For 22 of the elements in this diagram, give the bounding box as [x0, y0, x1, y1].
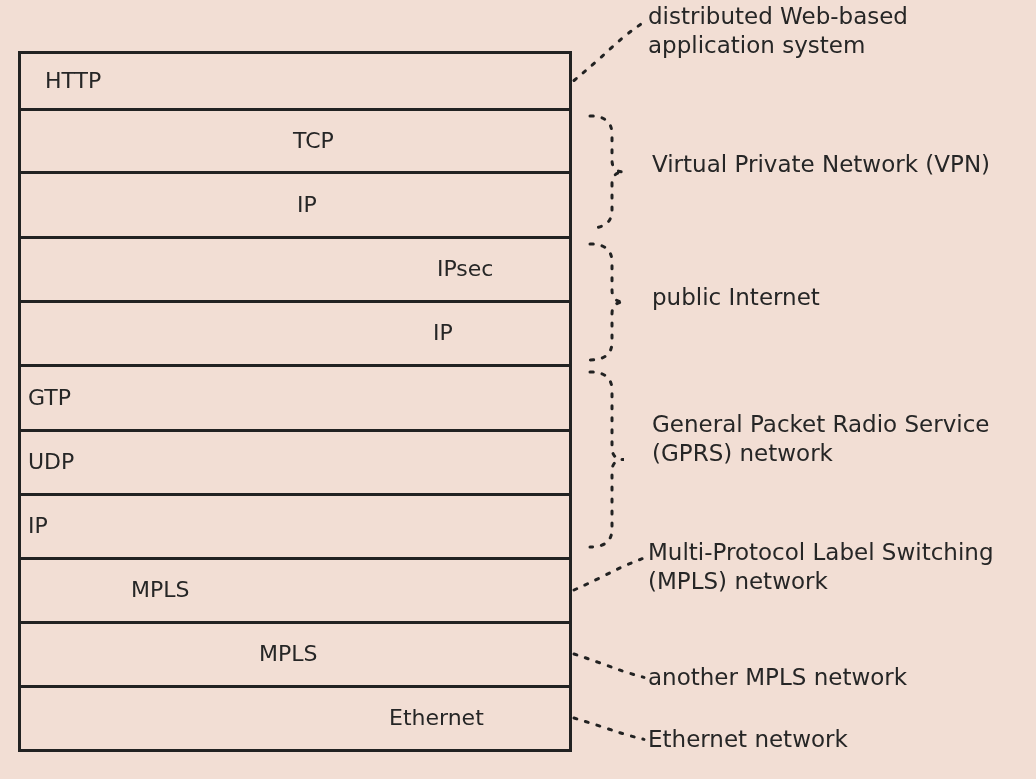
network-label: Virtual Private Network (VPN) — [652, 150, 992, 179]
layer-label: IPsec — [437, 255, 494, 283]
network-label: Ethernet network — [648, 725, 1036, 754]
network-label: distributed Web-based application system — [648, 2, 1028, 60]
leader-line — [572, 652, 646, 679]
layer-label: MPLS — [259, 640, 318, 668]
network-label: General Packet Radio Service (GPRS) network — [652, 410, 991, 468]
layer-label: MPLS — [131, 576, 190, 604]
layer-label: Ethernet — [389, 704, 484, 732]
network-label: public Internet — [652, 283, 821, 312]
layer-label: UDP — [28, 448, 75, 476]
layer-label: IP — [28, 512, 48, 540]
protocol-layer-row — [18, 50, 572, 111]
leader-line — [572, 716, 646, 741]
layer-label: GTP — [28, 384, 71, 411]
network-label: Multi-Protocol Label Switching (MPLS) network — [648, 538, 1036, 596]
layer-label: TCP — [293, 127, 334, 154]
leader-line — [572, 556, 646, 592]
layer-label: HTTP — [45, 67, 102, 94]
layer-label: IP — [297, 191, 317, 218]
network-label: another MPLS network — [648, 663, 1036, 692]
layer-label: IP — [433, 319, 453, 347]
